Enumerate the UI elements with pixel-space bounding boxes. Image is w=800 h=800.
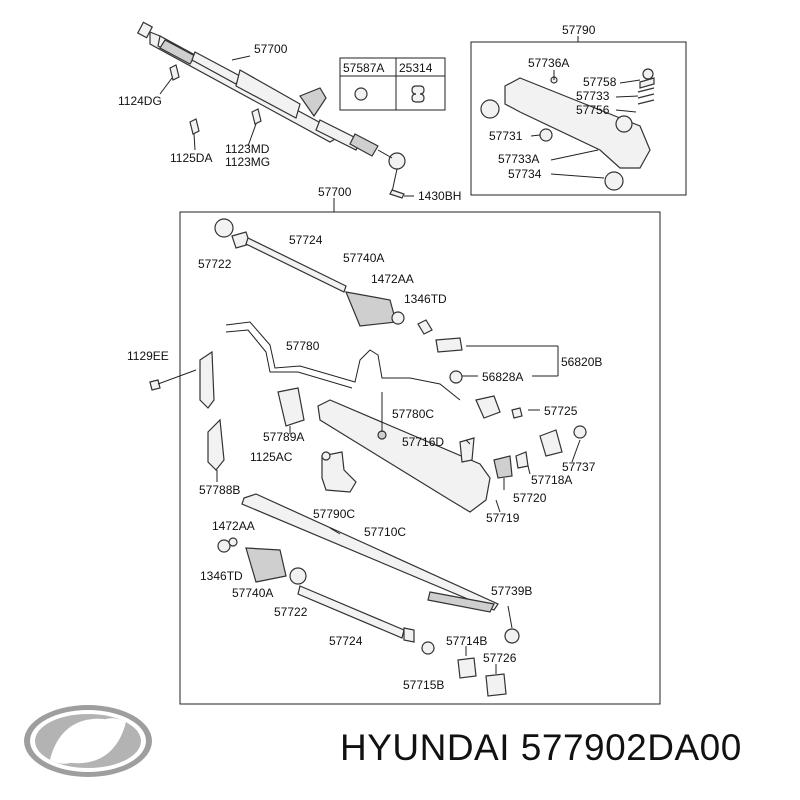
label-57758: 57758 xyxy=(583,75,617,89)
label-57716D: 57716D xyxy=(402,435,444,449)
label-57724-upper: 57724 xyxy=(289,233,323,247)
label-57780: 57780 xyxy=(286,339,320,353)
label-57710C: 57710C xyxy=(364,525,406,539)
top-steering-rack-assembly xyxy=(136,21,414,199)
label-1123MG: 1123MG xyxy=(225,155,270,169)
label-57718A: 57718A xyxy=(531,473,572,487)
label-1430BH: 1430BH xyxy=(418,189,461,203)
label-1123MD: 1123MD xyxy=(225,142,270,156)
clip-icon xyxy=(411,85,425,103)
inset-57790-box xyxy=(470,36,687,196)
label-57788B: 57788B xyxy=(199,483,240,497)
main-exploded-box xyxy=(149,198,661,705)
label-57725: 57725 xyxy=(544,404,578,418)
label-57700-top: 57700 xyxy=(254,42,288,56)
label-57780C: 57780C xyxy=(392,407,434,421)
label-57719: 57719 xyxy=(486,511,520,525)
clamp-ring-icon xyxy=(354,87,368,101)
label-57737: 57737 xyxy=(562,460,596,474)
label-57740A-lower: 57740A xyxy=(232,586,273,600)
inset-title-57790: 57790 xyxy=(562,23,596,37)
label-56828A: 56828A xyxy=(482,370,523,384)
hyundai-logo-icon xyxy=(24,705,152,777)
label-57733A: 57733A xyxy=(498,152,539,166)
kit-table-header-25314: 25314 xyxy=(399,61,433,75)
label-1472AA-upper: 1472AA xyxy=(371,272,414,286)
label-57740A-upper: 57740A xyxy=(343,251,384,265)
label-1125AC: 1125AC xyxy=(250,450,293,464)
label-1129EE: 1129EE xyxy=(127,349,169,363)
label-57736A: 57736A xyxy=(528,56,569,70)
kit-table xyxy=(339,57,446,111)
part-number-caption: HYUNDAI 577902DA00 xyxy=(340,727,742,768)
label-57722-upper: 57722 xyxy=(198,257,232,271)
label-57714B: 57714B xyxy=(446,634,487,648)
label-1125DA: 1125DA xyxy=(170,151,212,165)
label-1346TD-lower: 1346TD xyxy=(200,569,243,583)
label-1346TD-upper: 1346TD xyxy=(404,292,447,306)
label-57720: 57720 xyxy=(513,491,547,505)
label-1472AA-lower: 1472AA xyxy=(212,519,255,533)
label-57790C: 57790C xyxy=(313,507,355,521)
label-57726: 57726 xyxy=(483,651,517,665)
label-57722-lower: 57722 xyxy=(274,605,308,619)
label-56820B: 56820B xyxy=(561,355,602,369)
label-57789A: 57789A xyxy=(263,430,304,444)
label-57715B: 57715B xyxy=(403,678,444,692)
label-1124DG: 1124DG xyxy=(118,94,162,108)
label-57739B: 57739B xyxy=(491,584,532,598)
label-57731: 57731 xyxy=(489,129,523,143)
label-57733: 57733 xyxy=(576,89,610,103)
label-57734: 57734 xyxy=(508,167,542,181)
kit-table-header-57587A: 57587A xyxy=(343,61,384,75)
label-57756: 57756 xyxy=(576,103,610,117)
main-box-title-57700: 57700 xyxy=(318,185,352,199)
label-57724-lower: 57724 xyxy=(329,634,363,648)
